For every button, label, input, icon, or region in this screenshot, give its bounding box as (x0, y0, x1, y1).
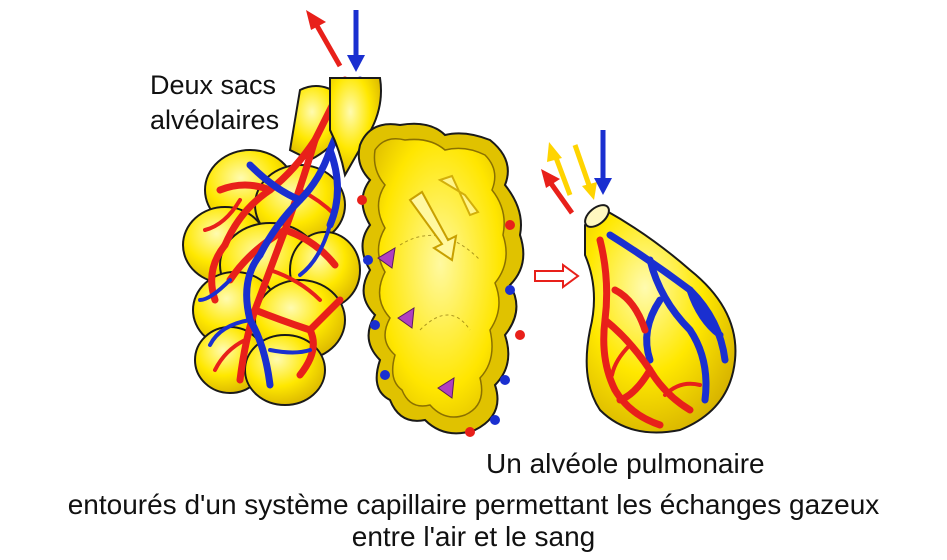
label-two-alveolar-sacs: Deux sacs alvéolaires (150, 68, 279, 138)
single-alveolus (581, 201, 735, 433)
middle-alveolar-sac-cross-section (357, 124, 525, 437)
label-sacs-line2: alvéolaires (150, 103, 279, 138)
blood-in-arrow-icon (347, 10, 365, 72)
right-blood-in-arrow-icon (594, 130, 612, 195)
label-sacs-line1: Deux sacs (150, 68, 279, 103)
caption-line2: entre l'air et le sang (0, 520, 947, 553)
caption-line1: entourés d'un système capillaire permett… (0, 488, 947, 521)
label-single-alveolus: Un alvéole pulmonaire (486, 448, 765, 480)
zoom-link-arrow-icon (535, 265, 578, 287)
alveoli-illustration (0, 0, 947, 460)
blood-out-arrow-icon (306, 10, 340, 66)
